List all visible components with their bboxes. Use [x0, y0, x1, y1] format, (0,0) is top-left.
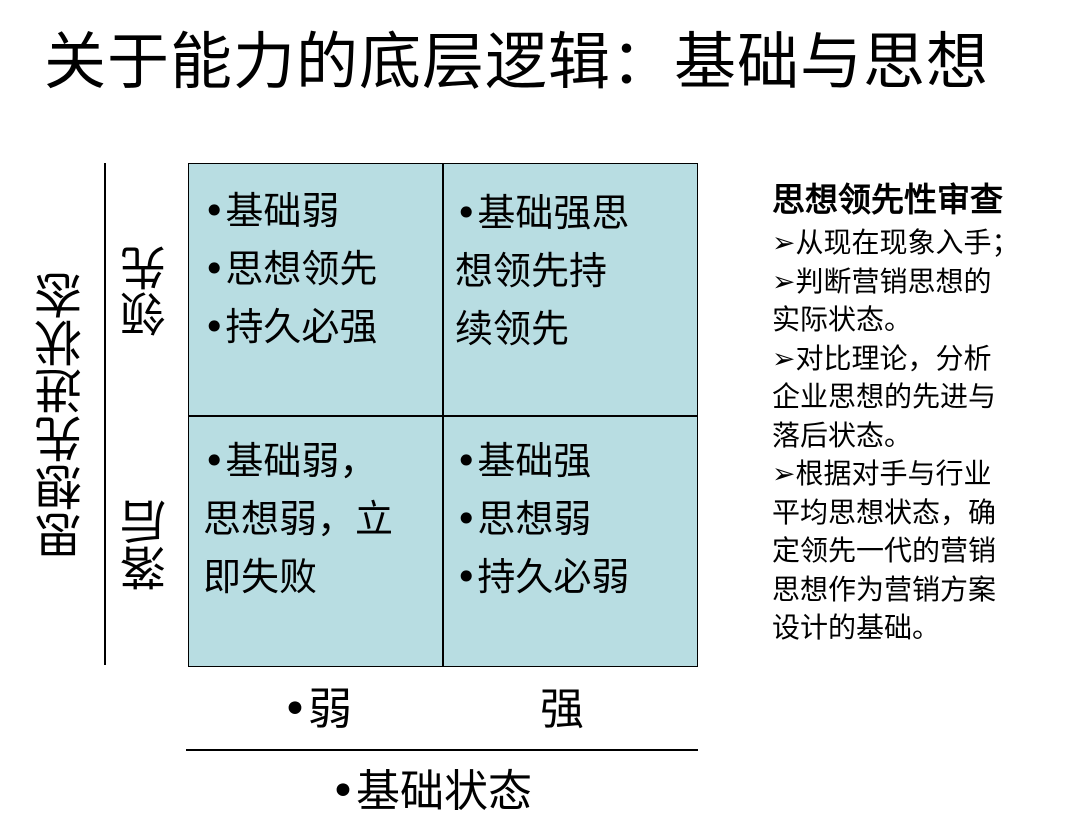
quadrant-bottom-left: •基础弱， 思想弱，立 即失败 — [203, 432, 393, 606]
row-label-leading: 领先 — [119, 245, 173, 337]
side-panel-line: 企业思想的先进与 — [772, 380, 997, 413]
side-panel-line: 设计的基础。 — [772, 611, 941, 644]
side-panel-title: 思想领先性审查 — [772, 180, 1003, 219]
y-axis-title: 思想先进状态 — [35, 271, 91, 559]
quadrant-top-right: •基础强思 想领先持 续领先 — [455, 184, 685, 358]
page-title: 关于能力的底层逻辑：基础与思想 — [44, 25, 990, 98]
quadrant-text-line: 即失败 — [203, 555, 318, 599]
quadrant-bottom-right: •基础强 •思想弱 •持久必弱 — [455, 432, 629, 606]
quadrant-text-line: •基础强思 — [455, 191, 630, 235]
quadrant-text-line: 想领先持 — [455, 249, 608, 293]
column-label-weak: •弱 — [282, 684, 352, 735]
side-panel-line: ➢对比理论，分析 — [772, 341, 992, 375]
quadrant-top-left: •基础弱 •思想领先 •持久必强 — [203, 182, 377, 356]
side-panel-line: ➢根据对手与行业 — [772, 457, 992, 490]
y-axis-line — [104, 163, 106, 665]
quadrant-text-line: •持久必强 — [203, 305, 378, 349]
side-panel-line: 落后状态。 — [772, 418, 913, 452]
column-label-strong: 强 — [540, 684, 584, 735]
x-axis-title: •基础状态 — [330, 766, 532, 817]
quadrant-text-line: •基础弱， — [203, 439, 378, 483]
side-panel: 思想领先性审查 ➢从现在现象入手； ➢判断营销思想的 实际状态。 ➢对比理论，分… — [772, 176, 1068, 648]
side-panel-line: ➢判断营销思想的 — [772, 264, 992, 298]
quadrant-text-line: •思想领先 — [203, 247, 378, 291]
row-label-lagging: 落后 — [119, 499, 173, 591]
side-panel-body: ➢从现在现象入手； ➢判断营销思想的 实际状态。 ➢对比理论，分析 企业思想的先… — [772, 224, 1068, 648]
quadrant-text-line: •思想弱 — [455, 497, 592, 541]
quadrant-matrix: •基础弱 •思想领先 •持久必强 •基础强思 想领先持 续领先 •基础弱， 思想… — [188, 163, 698, 667]
side-panel-line: 实际状态。 — [772, 303, 913, 336]
quadrant-text-line: •持久必弱 — [455, 555, 630, 599]
matrix-horizontal-divider — [189, 415, 697, 417]
x-axis-line — [186, 749, 698, 751]
side-panel-line: 思想作为营销方案 — [772, 572, 997, 606]
quadrant-text-line: •基础弱 — [203, 189, 340, 233]
side-panel-line: ➢从现在现象入手； — [772, 226, 1020, 259]
side-panel-line: 定领先一代的营销 — [772, 534, 997, 567]
side-panel-line: 平均思想状态，确 — [772, 495, 997, 529]
quadrant-text-line: •基础强 — [455, 439, 592, 483]
quadrant-text-line: 思想弱，立 — [203, 497, 394, 541]
quadrant-text-line: 续领先 — [455, 307, 570, 351]
